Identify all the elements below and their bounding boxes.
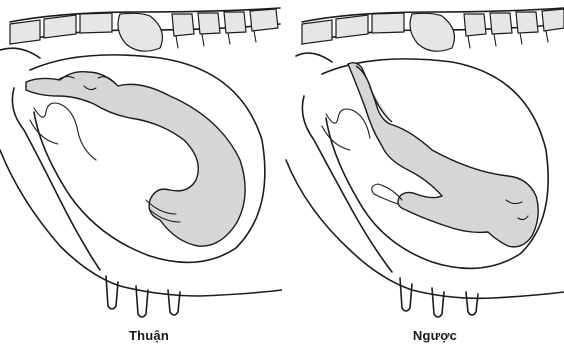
panel-reverse-presentation: Ngược xyxy=(282,0,564,351)
caption-normal: Thuận xyxy=(0,328,290,343)
calf-reverse xyxy=(348,63,538,247)
spine xyxy=(302,8,564,51)
caption-reverse: Ngược xyxy=(282,328,564,343)
calf-normal xyxy=(26,72,245,246)
reverse-presentation-illustration xyxy=(282,0,564,320)
panel-normal-presentation: Thuận xyxy=(0,0,282,351)
spine xyxy=(10,8,280,51)
normal-presentation-illustration xyxy=(0,0,282,320)
